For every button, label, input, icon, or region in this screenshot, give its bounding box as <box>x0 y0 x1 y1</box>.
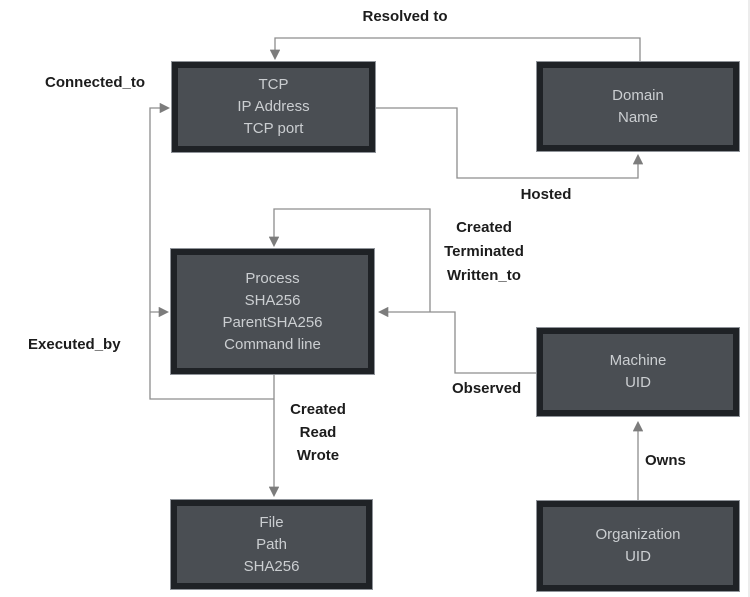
edge-label-written-to: Written_to <box>447 267 521 284</box>
node-organization-attr-uid: UID <box>625 548 651 565</box>
node-process: Process SHA256 ParentSHA256 Command line <box>171 249 374 374</box>
node-process-title: Process <box>245 269 300 287</box>
node-domain-title-line1: Domain <box>612 86 664 104</box>
node-process-attr-parentsha256: ParentSHA256 <box>222 313 323 331</box>
edge-line-connected-to <box>149 102 274 400</box>
edge-label-owns: Owns <box>645 452 686 469</box>
node-machine-title: Machine <box>609 352 667 369</box>
node-tcp-title: TCP <box>258 76 289 93</box>
edge-label-hosted: Hosted <box>520 186 572 203</box>
node-organization: Organization UID <box>537 501 739 591</box>
edge-line-hosted <box>376 107 644 179</box>
node-tcp-attr-ip-address: IP Address <box>237 98 310 115</box>
node-tcp: TCP IP Address TCP port <box>172 62 375 152</box>
node-file-title: File <box>259 513 284 531</box>
node-file: File Path SHA256 <box>171 500 372 589</box>
edge-label-resolved-to: Resolved to <box>362 8 448 25</box>
node-machine: Machine UID <box>537 328 739 416</box>
edge-label-executed-by: Executed_by <box>28 336 121 353</box>
edge-label-process-events: Created Terminated Written_to <box>433 216 535 288</box>
edge-line-resolved-to <box>269 37 641 62</box>
edge-label-terminated: Terminated <box>444 243 524 260</box>
node-process-attr-sha256: SHA256 <box>244 291 301 309</box>
page-edge-strip <box>748 0 750 597</box>
node-organization-title: Organization <box>595 526 681 543</box>
edge-label-connected-to: Connected_to <box>45 74 146 91</box>
node-machine-attr-uid: UID <box>625 374 651 391</box>
edge-label-wrote: Wrote <box>296 447 340 464</box>
edge-line-process-events <box>268 208 431 312</box>
node-domain-title-line2: Name <box>617 108 658 126</box>
edge-label-observed: Observed <box>452 380 522 397</box>
edge-line-observed <box>377 306 537 374</box>
edge-label-read: Read <box>299 424 337 441</box>
edge-label-file-ops: Created Read Wrote <box>277 398 359 467</box>
edge-label-created-file: Created <box>290 401 346 418</box>
node-domain-name: Domain Name <box>537 62 739 151</box>
node-tcp-attr-tcp-port: TCP port <box>243 120 304 137</box>
node-process-attr-command-line: Command line <box>224 335 321 353</box>
node-file-attr-sha256: SHA256 <box>243 557 300 575</box>
edge-label-created: Created <box>456 219 512 236</box>
node-file-attr-path: Path <box>256 535 287 553</box>
